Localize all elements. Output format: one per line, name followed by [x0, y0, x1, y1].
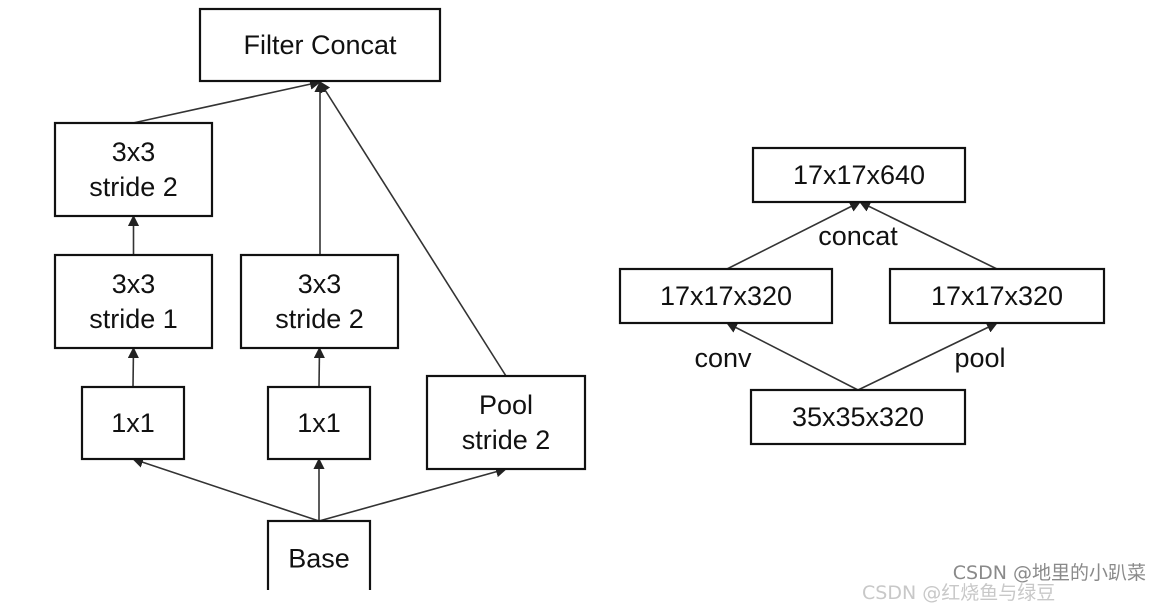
node-label: 1x1 [297, 408, 341, 438]
arrow-input-to-pool-out [857, 322, 999, 391]
node-a-3x3-s1: 3x3 stride 1 [53, 253, 214, 350]
diagram-canvas: Filter Concat 3x3 stride 2 3x3 stride 1 1x1 3x… [53, 7, 1106, 590]
node-label: 17x17x640 [793, 160, 925, 190]
node-b-3x3-s2: 3x3 stride 2 [239, 253, 400, 350]
watermark-text: CSDN @地里的小趴菜 [952, 562, 1146, 584]
node-conv-out: 17x17x320 [618, 267, 834, 325]
node-a-3x3-s2: 3x3 stride 2 [53, 121, 214, 218]
edge-label-conv: conv [694, 343, 752, 373]
node-b-1x1: 1x1 [266, 385, 372, 461]
arrow-a-1x1-to-a-3x3-s1 [127, 346, 139, 388]
node-label: 3x3 [298, 269, 342, 299]
node-label: stride 1 [89, 304, 178, 334]
node-label: Filter Concat [243, 30, 397, 60]
edge-label-concat: concat [818, 221, 898, 251]
arrow-base-to-a-1x1 [131, 456, 320, 522]
node-label: Base [288, 544, 350, 574]
node-pool-out: 17x17x320 [888, 267, 1106, 325]
node-input: 35x35x320 [749, 388, 967, 446]
node-label: 35x35x320 [792, 402, 924, 432]
node-a-1x1: 1x1 [80, 385, 186, 461]
arrow-b-1x1-to-b-3x3-s2 [313, 346, 325, 388]
node-label: 3x3 [112, 269, 156, 299]
node-filter-concat: Filter Concat [198, 7, 442, 83]
node-label: stride 2 [89, 172, 178, 202]
node-label: 1x1 [111, 408, 155, 438]
arrow-a-3x3-s2-to-filter-concat [132, 78, 322, 124]
edge-label-pool: pool [954, 343, 1005, 373]
node-label: 17x17x320 [660, 281, 792, 311]
node-label: 3x3 [112, 137, 156, 167]
arrow-base-to-pool [318, 466, 508, 522]
node-label: Pool [479, 390, 533, 420]
arrow-pool-to-filter-concat [319, 81, 507, 377]
node-label: 17x17x320 [931, 281, 1063, 311]
arrow-input-to-conv-out [726, 322, 859, 391]
arrow-pool-out-to-out [858, 201, 998, 270]
node-label: stride 2 [462, 425, 551, 455]
node-base: Base [266, 519, 372, 590]
arrow-conv-out-to-out [726, 201, 862, 270]
node-pool: Pool stride 2 [425, 374, 587, 471]
node-out: 17x17x640 [751, 146, 967, 204]
node-label: stride 2 [275, 304, 364, 334]
